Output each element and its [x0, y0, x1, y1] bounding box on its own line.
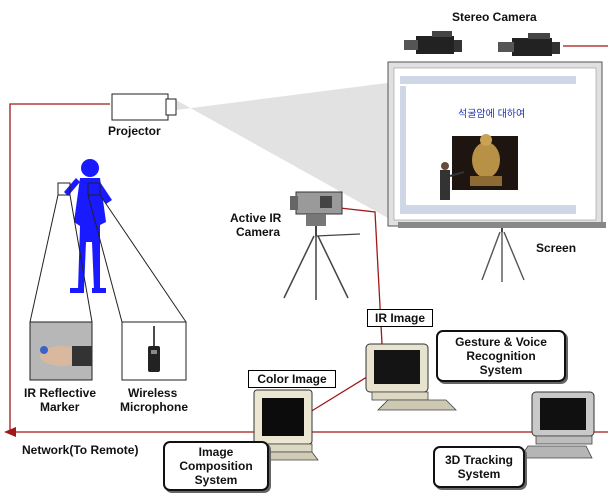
- network-label: Network(To Remote): [22, 443, 139, 457]
- presenter-silhouette: [64, 159, 112, 293]
- tracking-line-1: 3D Tracking: [444, 453, 514, 467]
- tracking-system-box: 3D Tracking System: [433, 446, 525, 488]
- gesture-voice-line-3: System: [479, 363, 523, 377]
- ir-camera-to-gesture-line: [339, 207, 383, 345]
- ir-image-label: IR Image: [367, 309, 433, 327]
- screen-label: Screen: [536, 241, 577, 255]
- color-image-label: Color Image: [248, 370, 336, 388]
- ir-marker-label-2: Marker: [40, 400, 80, 414]
- gesture-to-composition-line: [309, 371, 376, 413]
- network-arrowhead: [4, 427, 16, 437]
- gesture-pc: [365, 343, 457, 411]
- ir-marker-label-1: IR Reflective: [24, 386, 97, 400]
- composition-pc: [253, 389, 319, 461]
- wireless-mic-label-1: Wireless: [128, 386, 178, 400]
- image-composition-line-3: System: [194, 473, 238, 487]
- gesture-voice-line-2: Recognition: [466, 349, 536, 363]
- tracking-pc: [519, 391, 595, 459]
- gesture-voice-system-box: Gesture & Voice Recognition System: [436, 330, 566, 382]
- projector: [111, 93, 177, 121]
- active-ir-camera-label-1: Active IR: [230, 211, 282, 225]
- projector-label: Projector: [108, 124, 161, 138]
- stereo-camera-left: [404, 31, 462, 54]
- gesture-voice-line-1: Gesture & Voice: [455, 335, 547, 349]
- zoom-callouts: [29, 182, 187, 323]
- wireless-mic-label-2: Microphone: [120, 400, 188, 414]
- image-composition-line-1: Image: [198, 445, 234, 459]
- tracking-line-2: System: [457, 467, 501, 481]
- active-ir-camera: [283, 191, 361, 300]
- stereo-camera-label: Stereo Camera: [452, 10, 537, 24]
- projection-screen: [387, 61, 606, 282]
- ir-marker-photo: [29, 321, 93, 381]
- stereo-camera-right: [498, 33, 560, 56]
- wireless-microphone-photo: [121, 321, 187, 381]
- slide-title: 석굴암에 대하여: [458, 109, 526, 120]
- image-composition-system-box: Image Composition System: [163, 441, 269, 491]
- image-composition-line-2: Composition: [179, 459, 253, 473]
- projection-beam: [176, 82, 395, 222]
- active-ir-camera-label-2: Camera: [236, 225, 281, 239]
- projector-network-line: [9, 103, 110, 432]
